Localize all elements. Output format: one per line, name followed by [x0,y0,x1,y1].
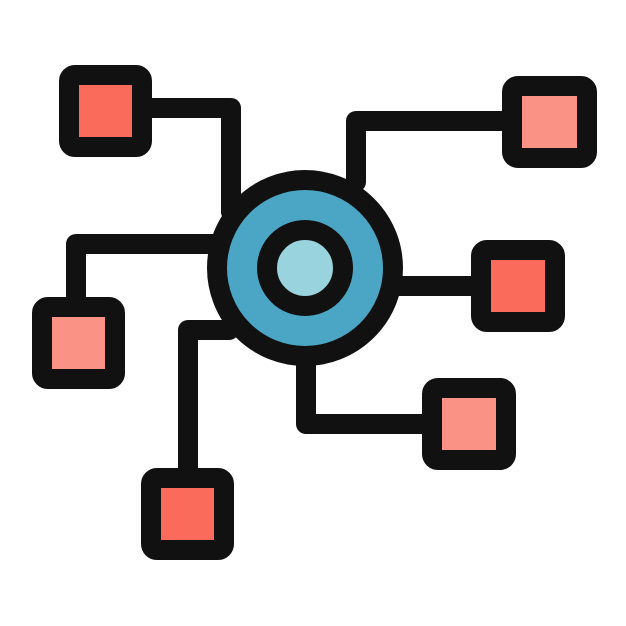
hub-core [257,220,353,316]
connector-bottom-left [178,320,239,486]
connector-lines [66,98,518,486]
nodes [32,65,597,560]
node-top-right [502,76,597,168]
connector-bottom-right [296,350,440,434]
node-right [471,240,565,332]
node-top-left [59,65,152,157]
connector-top-left [130,98,241,222]
node-left [32,297,125,389]
connector-top-right [346,111,518,192]
node-bottom-left [141,468,234,560]
connector-left [66,234,225,314]
hub [207,170,403,366]
node-bottom-right [422,378,516,470]
